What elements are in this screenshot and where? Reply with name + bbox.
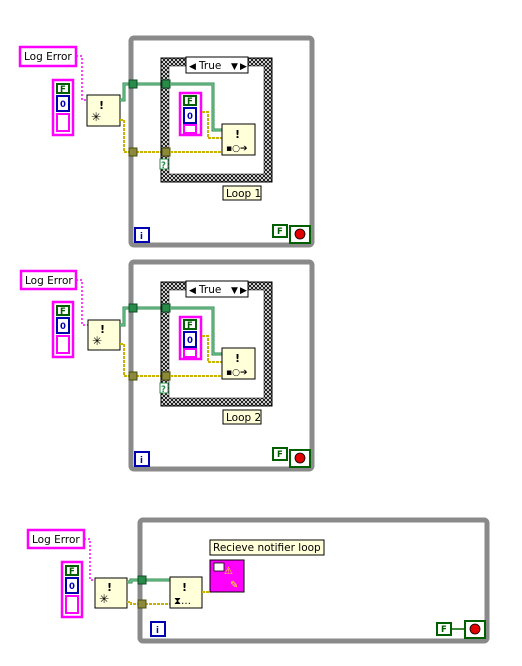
obtain-notifier-node-1[interactable]: ! ✳ — [86, 94, 121, 127]
error-handler-subvi[interactable]: ⚠ ✎ — [209, 559, 245, 593]
send-notification-icon-1: ▪○➔ — [226, 144, 248, 154]
send-notification-icon-2: ▪○➔ — [226, 368, 248, 378]
case-selector-terminal-1 — [159, 158, 169, 170]
inner-error-constant-2[interactable]: F 0 — [178, 315, 203, 361]
log-error-control-1[interactable]: Log Error — [18, 45, 78, 68]
svg-text:!: ! — [107, 581, 112, 594]
svg-text:▶[interactable]: ▶ — [240, 286, 247, 296]
svg-text:F: F — [69, 567, 75, 577]
section-receive-loop: Log Error F 0 ! ✳ ! ⧗… — [26, 517, 490, 644]
svg-text:F: F — [277, 227, 283, 237]
svg-text:F: F — [187, 321, 193, 331]
send-notification-node-1[interactable]: ! ▪○➔ — [221, 123, 256, 156]
stop-button-icon-2 — [294, 452, 306, 464]
svg-text:i: i — [140, 456, 143, 466]
obtain-notifier-node-2[interactable]: ! ✳ — [87, 319, 121, 351]
case-label-1: True — [198, 60, 221, 72]
error-cluster-constant-3[interactable]: F 0 — [60, 560, 84, 619]
num-zero-1: 0 — [60, 100, 66, 110]
obtain-notifier-icon-1: ✳ — [91, 110, 101, 124]
log-error-control-3[interactable]: Log Error — [26, 528, 86, 550]
inner-error-constant-1[interactable]: F 0 — [178, 91, 203, 137]
stop-false-constant-1[interactable] — [272, 224, 288, 238]
svg-text:0: 0 — [69, 582, 75, 592]
svg-text:✎: ✎ — [230, 580, 238, 591]
svg-text:0: 0 — [187, 112, 193, 122]
send-notification-node-2[interactable]: ! ▪○➔ — [221, 347, 256, 380]
svg-text:F: F — [277, 450, 283, 460]
log-error-label-3: Log Error — [32, 534, 80, 546]
svg-text:!: ! — [182, 581, 187, 594]
while-loop-1[interactable] — [128, 35, 315, 248]
svg-text:i: i — [140, 232, 143, 242]
case-structure-1[interactable]: ◀ True ▼ ▶ ? — [159, 56, 273, 183]
svg-text:?: ? — [161, 161, 166, 171]
tunnel-notifier-1 — [128, 79, 138, 89]
error-wire-1a — [120, 119, 164, 153]
log-error-control-2[interactable]: Log Error — [19, 269, 78, 291]
case-next-arrow-1[interactable]: ▶ — [240, 62, 247, 72]
case-label-2: True — [198, 284, 221, 296]
stop-button-icon-1 — [294, 228, 306, 240]
error-handler-icon: ⚠ — [224, 566, 233, 577]
log-error-label-2: Log Error — [25, 275, 73, 287]
svg-text:!: ! — [235, 128, 240, 141]
wait-on-notification-node[interactable]: ! ⧗… — [169, 576, 203, 609]
section-loop-2: Log Error F 0 ! ✳ ◀ True ▼ — [19, 259, 315, 472]
loop-label-1: Loop 1 — [226, 188, 261, 200]
iteration-terminal-3 — [150, 621, 166, 637]
section-loop-1: Log Error F 0 ! ✳ — [18, 35, 315, 248]
case-dropdown-arrow-1[interactable]: ▼ — [231, 62, 238, 72]
error-cluster-constant-1[interactable]: F 0 — [51, 78, 75, 137]
svg-text:F: F — [187, 97, 193, 107]
case-structure-2[interactable]: ◀ True ▼ ▶ ? — [159, 280, 273, 407]
svg-text:0: 0 — [187, 336, 193, 346]
svg-text:F: F — [60, 307, 66, 317]
svg-text:F: F — [441, 625, 447, 635]
iteration-terminal-2 — [134, 451, 150, 467]
svg-text:!: ! — [235, 352, 240, 365]
log-error-label-1: Log Error — [24, 51, 72, 63]
bool-f-1: F — [60, 85, 66, 95]
notifier-wire-1a — [120, 82, 164, 102]
obtain-notifier-icon-2: ✳ — [92, 334, 102, 348]
stop-false-constant-2[interactable] — [272, 447, 288, 461]
error-wire-dotted-1 — [76, 55, 86, 101]
case-prev-arrow-1[interactable]: ◀ — [189, 62, 196, 72]
svg-text:!: ! — [100, 323, 105, 336]
notifier-bang-icon-1: ! — [99, 99, 104, 112]
loop-label-2: Loop 2 — [226, 412, 261, 424]
error-cluster-constant-2[interactable]: F 0 — [51, 300, 75, 359]
tunnel-error-1 — [128, 147, 138, 157]
svg-text:0: 0 — [60, 322, 66, 332]
iteration-terminal-1 — [134, 227, 150, 243]
obtain-notifier-icon-3: ✳ — [99, 592, 109, 606]
stop-button-icon-3 — [469, 623, 481, 635]
case-selector-2[interactable] — [185, 280, 249, 298]
svg-text:?: ? — [161, 385, 166, 395]
while-loop-2[interactable] — [128, 259, 315, 472]
case-selector-1[interactable] — [185, 56, 249, 74]
obtain-notifier-node-3[interactable]: ! ✳ — [94, 577, 128, 609]
svg-text:i: i — [156, 626, 159, 636]
receive-loop-label: Recieve notifier loop — [213, 542, 321, 554]
svg-text:◀[interactable]: ◀ — [189, 286, 196, 296]
svg-text:▼[interactable]: ▼ — [231, 286, 238, 296]
wait-on-notification-icon: ⧗… — [174, 596, 191, 607]
